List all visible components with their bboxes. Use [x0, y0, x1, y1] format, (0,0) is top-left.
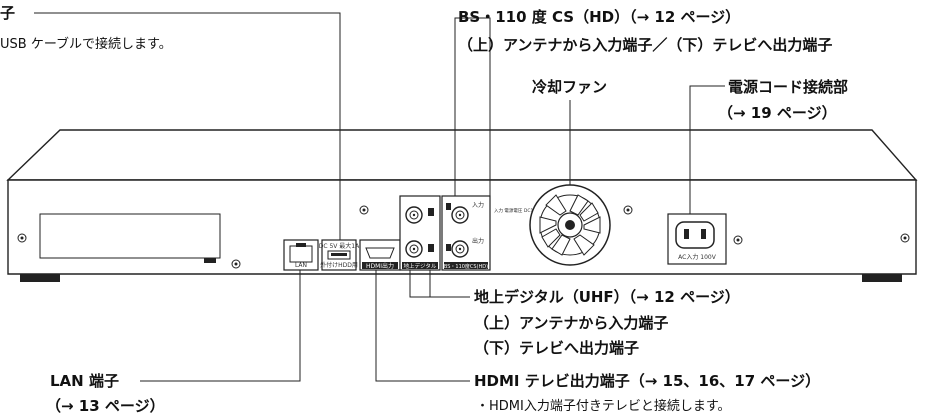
terrestrial-line1: 地上デジタル（UHF）（→ 12 ページ） [474, 288, 740, 306]
bs-cs-leader-left [454, 17, 470, 196]
terrestrial-antenna-ports: 地上デジタル [399, 195, 441, 271]
usb-title: 子 [0, 4, 16, 22]
terrestrial-line2: （上）アンテナから入力端子 [474, 314, 669, 332]
bs-cs-antenna-ports: 入力 出力 BS・110度CS(HD) [441, 195, 491, 271]
lan-title: LAN 端子 [50, 372, 119, 390]
usb-description: USB ケーブルで接続します。 [0, 37, 172, 52]
leader-lines [34, 12, 725, 382]
lan-panel-label: LAN [295, 262, 307, 269]
power-cord-page-ref: （→ 19 ページ） [718, 104, 837, 122]
hdmi-leader-line [375, 270, 470, 382]
terrestrial-panel-label: 地上デジタル [404, 262, 437, 270]
power-leader-line [689, 85, 725, 214]
cooling-fan [529, 184, 611, 266]
hdmi-panel-label: HDMI出力 [366, 262, 394, 270]
power-cord-title: 電源コード接続部 [728, 78, 849, 96]
ac-power-inlet: AC入力 100V [667, 213, 727, 265]
terrestrial-leader-line [409, 270, 470, 298]
bs-cs-panel-output: 出力 [472, 237, 484, 245]
lan-leader-line [140, 270, 301, 382]
ac-socket-label: AC入力 100V [678, 253, 717, 261]
terrestrial-line3: （下）テレビへ出力端子 [474, 339, 640, 357]
usb-leader-line [34, 12, 341, 240]
bs-cs-line1: BS・110 度 CS（HD）（→ 12 ページ） [458, 8, 741, 26]
bs-cs-line2: （上）アンテナから入力端子／（下）テレビへ出力端子 [458, 36, 833, 54]
usb-panel-label: 外付けHDD用 [320, 261, 358, 269]
bs-cs-power-note: 入力 電源電圧 DC15V 最大4W [494, 207, 558, 214]
bs-cs-leader-box [455, 17, 491, 197]
hdmi-description: ・HDMI入力端子付きテレビと接続します。 [476, 399, 731, 414]
hdmi-port: HDMI出力 [359, 239, 401, 271]
usb-port: DC 5V 最大1A 外付けHDD用 [319, 239, 360, 271]
lan-port: LAN [283, 239, 319, 271]
hdmi-title: HDMI テレビ出力端子（→ 15、16、17 ページ） [474, 372, 821, 390]
bs-cs-panel-input: 入力 [472, 201, 484, 209]
lan-page-ref: （→ 13 ページ） [46, 397, 165, 415]
fan-label: 冷却ファン [532, 78, 608, 96]
bs-cs-panel-label: BS・110度CS(HD) [444, 263, 488, 270]
usb-panel-top-label: DC 5V 最大1A [319, 242, 360, 250]
